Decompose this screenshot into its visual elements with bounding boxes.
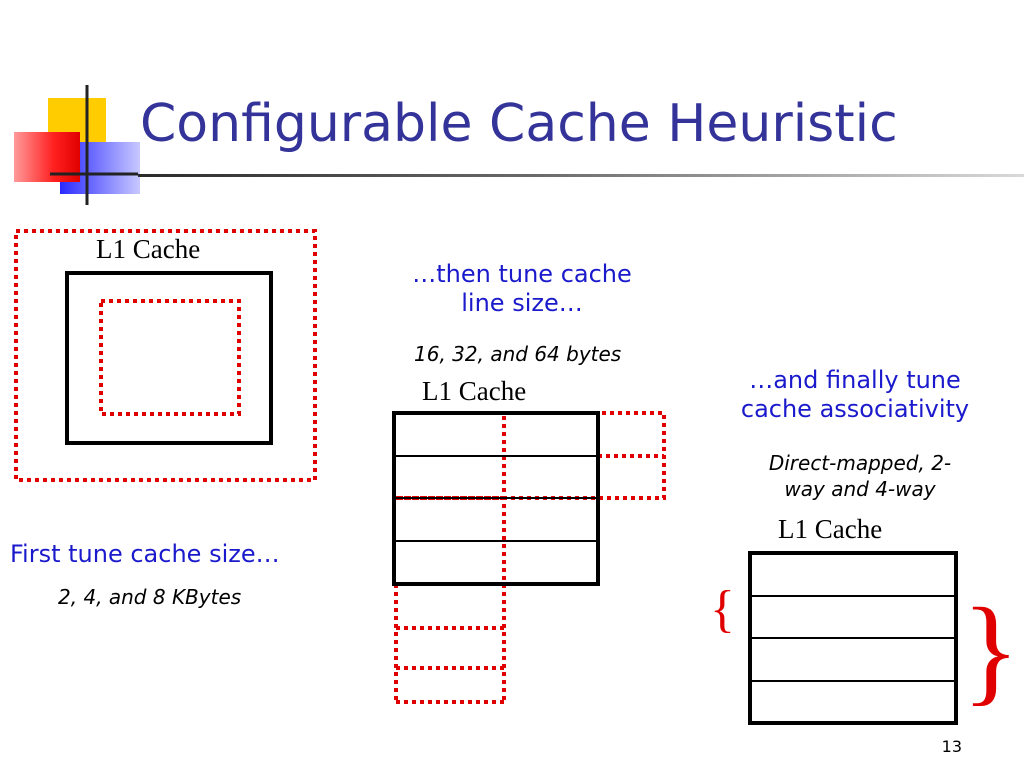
min-size-outline [99, 299, 241, 416]
large-brace: } [962, 583, 1020, 716]
title-underline [138, 174, 1024, 177]
associativity-options: Direct-mapped, 2- way and 4-way [710, 450, 1010, 502]
cache-size-heading: First tune cache size… [10, 540, 280, 568]
l1-cache-label-line: L1 Cache [422, 376, 527, 406]
cache-size-diagram [14, 229, 317, 482]
line-size-diagram [392, 411, 666, 704]
max-size-outline [14, 229, 317, 482]
associativity-heading-line1: …and finally tune [749, 366, 961, 394]
l1-cache-label-assoc: L1 Cache [778, 514, 883, 544]
line-size-options: 16, 32, and 64 bytes [414, 342, 622, 366]
line-size-heading-line1: …then tune cache [412, 260, 632, 288]
slide-logo [14, 85, 140, 205]
cache-size-options: 2, 4, and 8 KBytes [58, 585, 242, 609]
l1-cache-label-size: L1 Cache [96, 234, 201, 264]
slide-title: Configurable Cache Heuristic [140, 94, 898, 154]
line-size-heading: …then tune cache line size… [372, 260, 672, 319]
l1-cache-box [65, 271, 273, 445]
associativity-heading: …and finally tune cache associativity [705, 366, 1005, 425]
small-brace: { [710, 581, 735, 638]
associativity-heading-line2: cache associativity [740, 395, 970, 424]
associativity-options-line1: Direct-mapped, 2- [768, 451, 952, 475]
line-size-heading-line2: line size… [461, 289, 583, 318]
page-number: 13 [941, 737, 962, 756]
associativity-diagram [748, 551, 958, 725]
associativity-options-line2: way and 4-way [784, 477, 936, 501]
